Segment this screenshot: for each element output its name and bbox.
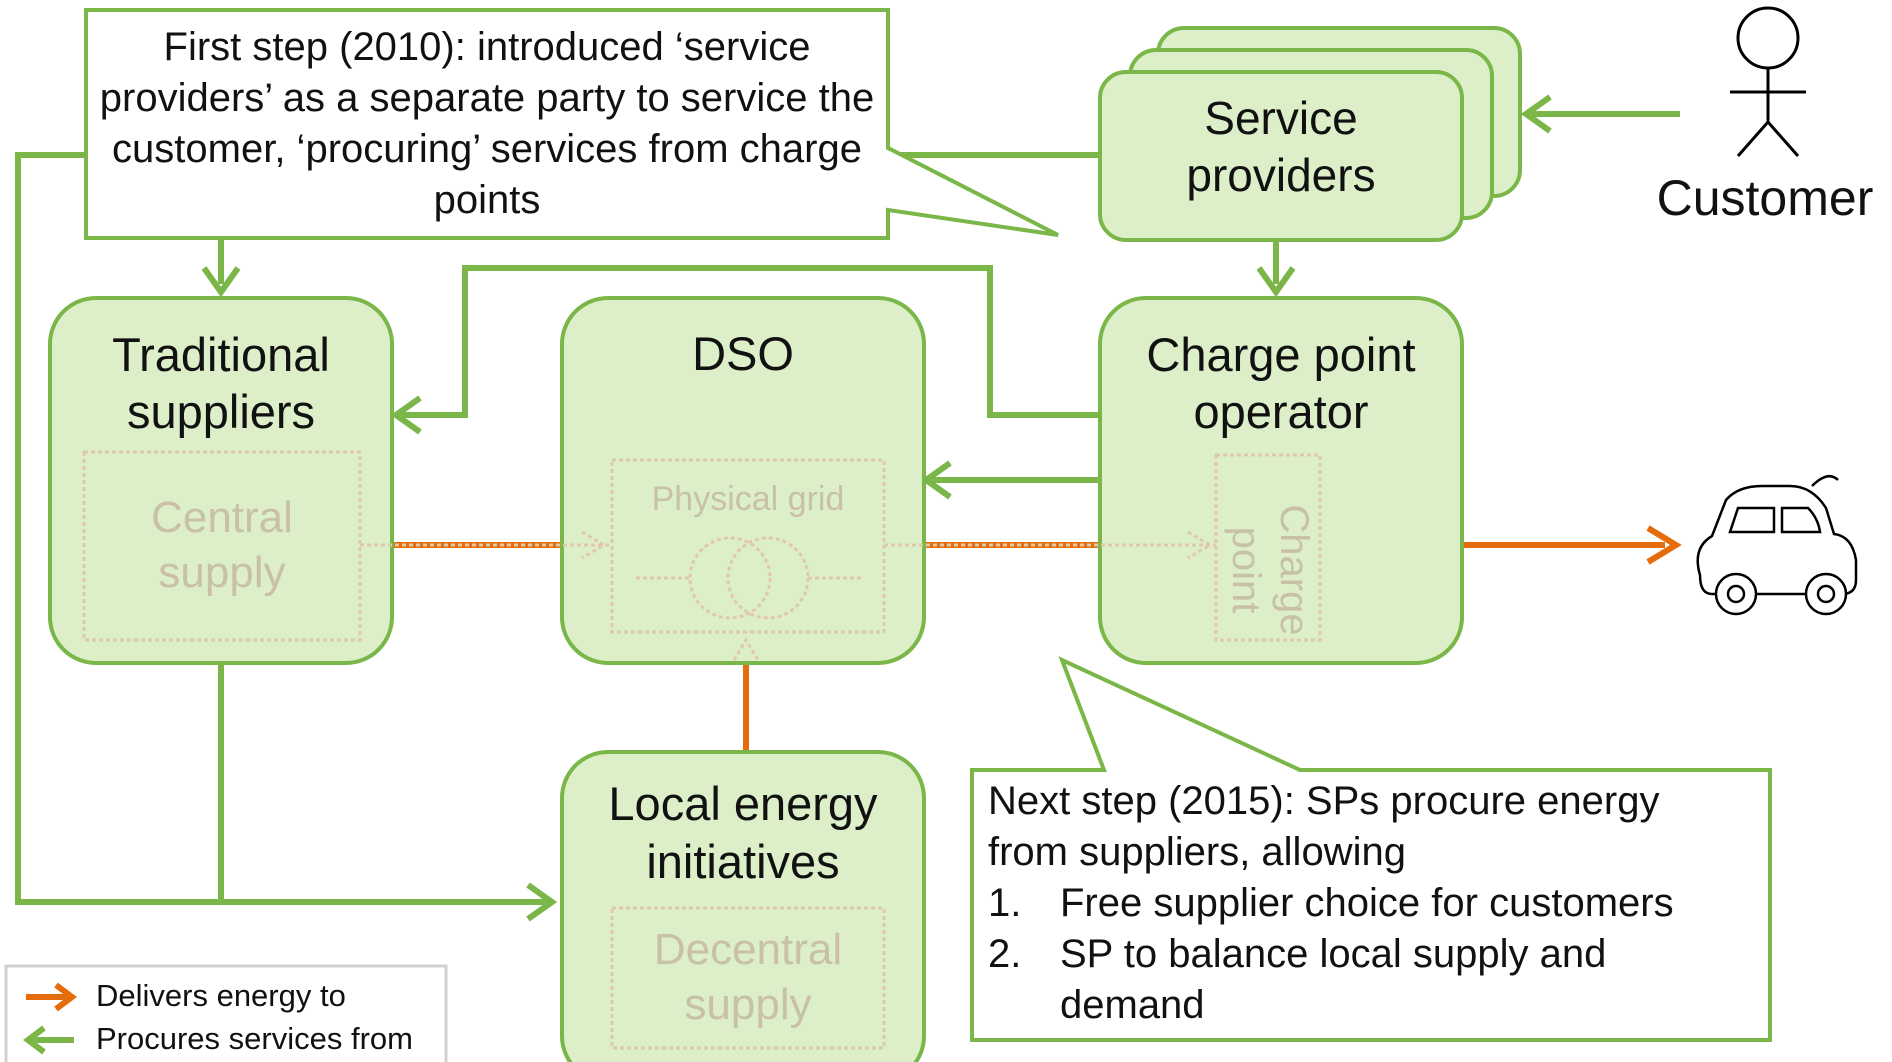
faint-arrowhead-grid	[581, 530, 607, 560]
dso-label: DSO	[692, 327, 794, 380]
customer-head	[1736, 6, 1800, 70]
customer-leg-right	[1766, 121, 1800, 157]
transformer-coil-left	[688, 536, 772, 620]
service-providers-stack	[1098, 26, 1522, 242]
arrowhead-suppliers-right	[390, 395, 422, 435]
decentral-supply-frame	[610, 906, 886, 1050]
physical-grid-label: Physical grid	[651, 480, 845, 518]
callout-next-step-item-1-num: 1.	[988, 881, 1022, 925]
arrowhead-sp-right	[1520, 94, 1552, 134]
dso-box[interactable]	[560, 296, 926, 665]
decentral-supply-label: Decentral supply	[653, 925, 843, 1029]
charge-point-frame	[1214, 453, 1322, 642]
charge-point-operator-label: Charge point operator	[1146, 328, 1416, 438]
charge-point-operator-box[interactable]	[1098, 296, 1464, 665]
legend-procures-label: Procures services from	[96, 1021, 413, 1056]
legend-orange-arrow-icon	[26, 982, 77, 1012]
legend-green-arrow-icon	[23, 1025, 74, 1055]
car-icon	[1696, 474, 1858, 616]
local-energy-label: Local energy initiatives	[608, 777, 878, 888]
arrowhead-car	[1646, 525, 1682, 565]
faint-arrowhead-up	[732, 637, 760, 661]
service-providers-box[interactable]	[1098, 70, 1464, 242]
callout-first-step-shape	[84, 8, 1059, 240]
callout-next-step-item-2-text: SP to balance local supply and demand	[1060, 932, 1607, 1027]
arrowhead-suppliers-top	[201, 266, 241, 298]
traditional-suppliers-box[interactable]	[48, 296, 394, 665]
traditional-suppliers-label: Traditional suppliers	[112, 328, 330, 438]
edge-cpo-to-suppliers	[400, 265, 1098, 418]
customer-figure[interactable]	[1730, 6, 1806, 157]
procurement-arrowheads	[201, 94, 1552, 922]
callout-next-step-item-1-text: Free supplier choice for customers	[1060, 881, 1674, 925]
central-supply-frame	[82, 450, 362, 642]
callout-first-step-text: First step (2010): introduced ‘service p…	[99, 25, 875, 222]
service-providers-label: Service providers	[1186, 92, 1376, 201]
callout-next-step-item-2-num: 2.	[988, 932, 1022, 976]
callout-next-step-intro: Next step (2015): SPs procure energy fro…	[988, 779, 1660, 874]
customer-leg-left	[1736, 121, 1770, 157]
customer-label: Customer	[1656, 170, 1874, 226]
local-energy-box[interactable]	[560, 750, 926, 1062]
callout-next-step-shape	[970, 656, 1772, 1042]
ghost-inner-boxes	[82, 450, 1322, 1050]
arrowhead-cpo-top	[1256, 266, 1296, 298]
legend-delivers-label: Delivers energy to	[96, 978, 346, 1013]
legend-box	[4, 964, 448, 1062]
faint-arrowhead-chargepoint	[1187, 530, 1213, 560]
arrowhead-local-energy	[526, 882, 558, 922]
central-supply-label: Central supply	[151, 493, 293, 597]
charge-point-label: Charge point	[1224, 504, 1316, 636]
